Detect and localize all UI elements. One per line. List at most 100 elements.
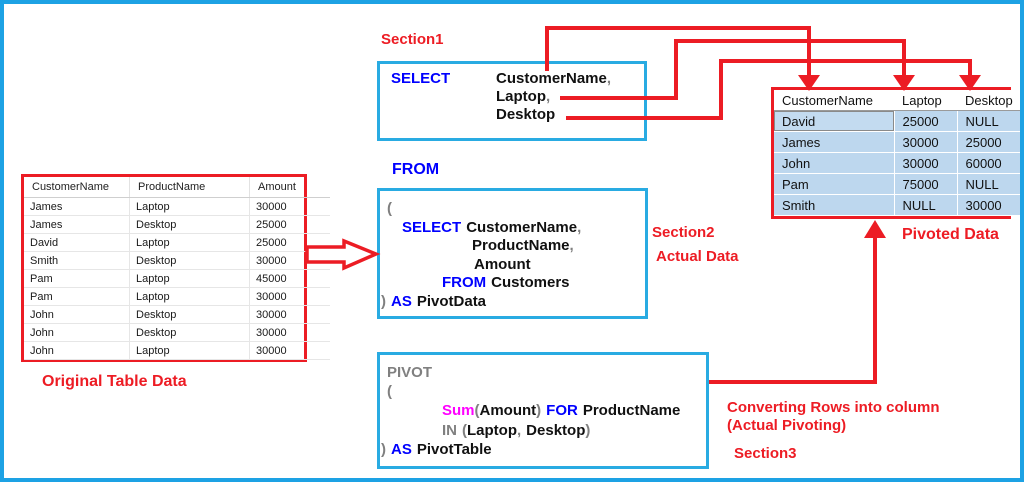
table-header-row: CustomerName Laptop Desktop bbox=[774, 90, 1020, 111]
cell: NULL bbox=[894, 194, 958, 216]
keyword: FOR bbox=[546, 402, 578, 420]
cell: James bbox=[24, 197, 130, 216]
cell: David bbox=[24, 233, 130, 252]
cell: 30000 bbox=[249, 305, 330, 324]
paren: ) bbox=[585, 421, 591, 439]
comma: , bbox=[546, 88, 551, 105]
keyword: SELECT bbox=[391, 70, 451, 87]
cell: Pam bbox=[24, 287, 130, 306]
paren: ( bbox=[387, 200, 392, 217]
cell: 30000 bbox=[894, 152, 958, 174]
keyword: FROM bbox=[442, 274, 487, 292]
paren: ) bbox=[381, 292, 386, 310]
cell: Laptop bbox=[129, 233, 250, 252]
cell: Pam bbox=[24, 269, 130, 288]
alias-name: PivotData bbox=[416, 292, 487, 310]
column-header: Laptop bbox=[894, 90, 957, 111]
code-line: ( bbox=[380, 382, 680, 401]
comma: , bbox=[606, 70, 612, 87]
cell: Smith bbox=[774, 194, 895, 216]
original-table-caption: Original Table Data bbox=[42, 373, 187, 390]
cell: Desktop bbox=[129, 305, 250, 324]
pivot-table-caption: Pivoted Data bbox=[902, 226, 999, 243]
paren: ) bbox=[381, 440, 386, 458]
cell: Laptop bbox=[129, 287, 250, 306]
column-header: CustomerName bbox=[774, 90, 894, 111]
cell: 25000 bbox=[957, 131, 1020, 153]
keyword: IN bbox=[442, 421, 457, 439]
aggregate-function: Sum bbox=[442, 402, 475, 420]
cell: Pam bbox=[774, 173, 895, 195]
cell: 30000 bbox=[249, 341, 330, 360]
cell: 30000 bbox=[894, 131, 958, 153]
cell: NULL bbox=[957, 173, 1020, 195]
cell: 30000 bbox=[957, 194, 1020, 216]
cell: James bbox=[24, 215, 130, 234]
comma: , bbox=[577, 218, 582, 236]
cell: John bbox=[24, 323, 130, 342]
in-value: Laptop bbox=[467, 421, 517, 439]
section1-label: Section1 bbox=[381, 31, 444, 48]
cell: Desktop bbox=[129, 251, 250, 270]
code-line: Laptop, bbox=[496, 88, 611, 106]
section3-box bbox=[377, 352, 709, 469]
code-line: Desktop bbox=[496, 106, 611, 124]
cell: 75000 bbox=[894, 173, 958, 195]
cell: Desktop bbox=[129, 215, 250, 234]
cell: 30000 bbox=[249, 197, 330, 216]
column-header: CustomerName bbox=[24, 177, 130, 198]
function-argument: Amount bbox=[479, 402, 537, 420]
cell: Desktop bbox=[129, 323, 250, 342]
column-header: Amount bbox=[249, 177, 330, 198]
column-name: CustomerName bbox=[496, 70, 607, 87]
note-line: Converting Rows into column bbox=[727, 399, 940, 416]
cell: Laptop bbox=[129, 269, 250, 288]
section1-column-list: CustomerName, Laptop, Desktop bbox=[496, 70, 611, 124]
keyword: SELECT bbox=[402, 218, 462, 236]
section2-label: Section2 bbox=[652, 224, 715, 241]
cell: 25000 bbox=[249, 215, 330, 234]
section2-sublabel: Actual Data bbox=[656, 248, 739, 265]
cell: John bbox=[774, 152, 895, 174]
table-name: Customers bbox=[491, 274, 570, 292]
cell: John bbox=[24, 305, 130, 324]
table-header-row: CustomerName ProductName Amount bbox=[24, 177, 330, 198]
comma: , bbox=[517, 421, 522, 439]
comma: , bbox=[569, 237, 574, 255]
cell: 25000 bbox=[249, 233, 330, 252]
section3-note: Converting Rows into column (Actual Pivo… bbox=[727, 399, 940, 435]
cell: NULL bbox=[957, 110, 1020, 132]
code-line: ProductName, bbox=[380, 237, 581, 256]
code-line: Amount bbox=[380, 256, 581, 275]
cell: 30000 bbox=[249, 323, 330, 342]
paren: ( bbox=[387, 383, 392, 401]
cell: 30000 bbox=[249, 287, 330, 306]
column-name: ProductName bbox=[582, 402, 681, 420]
column-header: Desktop bbox=[957, 90, 1020, 111]
column-name: Desktop bbox=[496, 106, 556, 123]
alias-name: PivotTable bbox=[416, 440, 492, 458]
keyword: AS bbox=[391, 292, 412, 310]
paren: ) bbox=[536, 402, 542, 420]
